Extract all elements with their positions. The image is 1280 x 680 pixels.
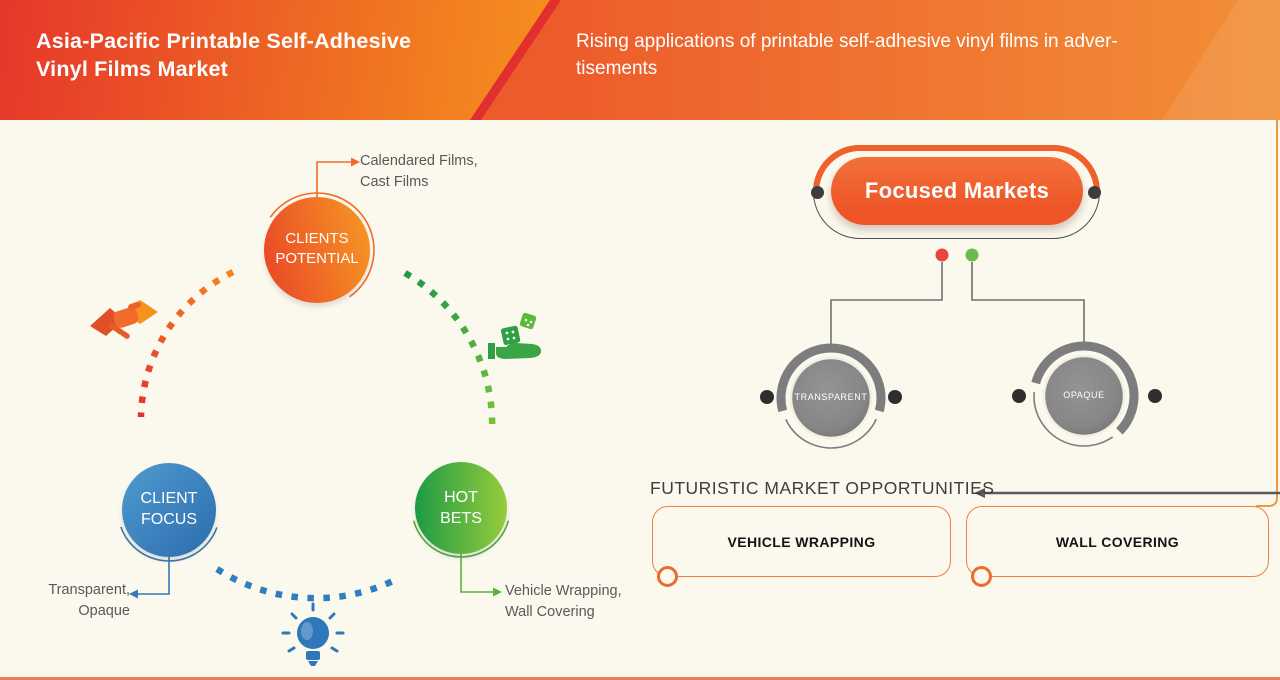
branch-opaque-circle <box>1012 341 1162 451</box>
dice-in-hand-icon <box>488 312 541 359</box>
page-title-line1: Asia-Pacific Printable Self-Adhesive <box>36 29 412 53</box>
branch-transparent-label: TRANSPARENT <box>794 392 868 402</box>
footer-accent-line <box>0 677 1280 680</box>
opportunity-donut-icon <box>971 566 992 587</box>
page-subtitle: Rising applications of printable self-ad… <box>576 29 1256 82</box>
red-branch-dot <box>935 248 949 262</box>
callout-line: Wall Covering <box>505 603 595 620</box>
right-edge-line <box>1256 120 1278 507</box>
pill-right-dot <box>1088 186 1101 199</box>
arrowhead-clients-potential <box>351 157 360 167</box>
arrowhead-hot-bets <box>493 587 502 597</box>
opportunities-heading: FUTURISTIC MARKET OPPORTUNITIES <box>650 478 995 498</box>
dotted-arc-green <box>403 270 496 433</box>
callout-calendared-cast-films: Calendared Films, Cast Films <box>360 151 478 192</box>
page-subtitle-line2: tisements <box>576 57 658 79</box>
node-client-focus-label: CLIENT FOCUS <box>122 488 216 530</box>
green-branch-dot <box>965 248 979 262</box>
focused-markets-tree <box>760 120 1280 507</box>
header-left-panel <box>0 0 558 120</box>
callout-line: Opaque <box>78 602 130 619</box>
node-label-line: POTENTIAL <box>275 250 359 267</box>
node-client-focus <box>122 463 216 557</box>
node-label-line: CLIENTS <box>285 230 349 247</box>
pill-left-dot <box>811 186 824 199</box>
opportunity-label: WALL COVERING <box>1055 533 1180 550</box>
cycle-diagram <box>90 157 541 666</box>
callout-line: Cast Films <box>360 173 429 190</box>
branch-line-opaque <box>971 262 1085 346</box>
lightbulb-icon <box>281 602 345 666</box>
page-title: Asia-Pacific Printable Self-Adhesive Vin… <box>36 27 556 83</box>
callout-vehicle-wall: Vehicle Wrapping, Wall Covering <box>505 581 622 622</box>
callout-line: Calendared Films, <box>360 153 478 169</box>
handshake-icon <box>90 300 158 339</box>
opportunity-box-vehicle-wrapping: VEHICLE WRAPPING <box>652 506 951 577</box>
page-subtitle-line1: Rising applications of printable self-ad… <box>576 31 1118 52</box>
opportunity-label: VEHICLE WRAPPING <box>727 533 876 550</box>
node-hot-bets <box>415 462 507 554</box>
node-label-line: HOT <box>444 489 478 506</box>
callout-line: Vehicle Wrapping, <box>505 583 622 599</box>
arrowhead-client-focus <box>129 589 138 599</box>
node-clients-potential-label: CLIENTS POTENTIAL <box>264 229 370 269</box>
branch-opaque-label: OPAQUE <box>1063 390 1105 400</box>
dotted-arc-blue <box>215 566 399 602</box>
ring-hot-bets <box>411 458 511 558</box>
focused-markets-pill: Focused Markets <box>831 157 1083 225</box>
branch-line-transparent <box>830 262 943 349</box>
ring-clients-potential <box>259 192 375 308</box>
connector-client-focus <box>138 557 170 595</box>
node-label-line: FOCUS <box>141 511 197 528</box>
opportunity-box-wall-covering: WALL COVERING <box>966 506 1269 577</box>
opportunity-donut-icon <box>657 566 678 587</box>
focused-markets-title: Focused Markets <box>864 178 1050 203</box>
callout-line: Transparent, <box>48 582 130 598</box>
page-title-line2: Vinyl Films Market <box>36 57 228 81</box>
node-label-line: BETS <box>440 510 482 527</box>
branch-transparent-circle <box>760 343 902 453</box>
node-label-line: CLIENT <box>140 490 198 507</box>
node-hot-bets-label: HOT BETS <box>415 487 507 529</box>
dotted-arc-orange <box>137 269 235 418</box>
node-clients-potential <box>264 197 370 303</box>
ring-client-focus <box>117 458 221 562</box>
connector-clients-potential <box>316 161 351 203</box>
opportunities-arrowhead <box>974 488 985 498</box>
callout-transparent-opaque: Transparent, Opaque <box>18 580 130 621</box>
connector-hot-bets <box>460 554 493 593</box>
